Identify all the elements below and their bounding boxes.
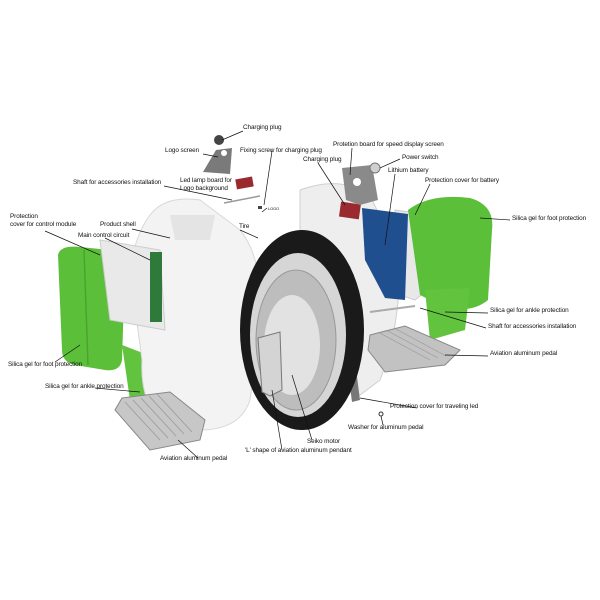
fixing-screw-part bbox=[258, 206, 262, 209]
protection-cover-control bbox=[99, 239, 166, 331]
led-lamp-board-part bbox=[235, 176, 254, 190]
label-pedal-right: Aviation aluminum pedal bbox=[490, 350, 558, 357]
charging-plug-top-part bbox=[214, 135, 224, 145]
label-silica-ankle-right: Silica gel for ankle protection bbox=[490, 307, 569, 314]
lithium-battery bbox=[362, 208, 408, 300]
label-battery-cover: Protection cover for battery bbox=[425, 177, 499, 184]
l-pendant bbox=[257, 331, 283, 397]
label-traveling-led-cover: Protection cover for traveling led bbox=[390, 403, 479, 410]
label-main-control: Main control circuit bbox=[78, 232, 130, 239]
label-lithium-battery: Lithium battery bbox=[388, 167, 429, 174]
label-shaft-right: Shaft for accessories installation bbox=[488, 323, 577, 330]
label-silica-foot-right: Silica gel for foot protection bbox=[512, 215, 587, 222]
right-pedal bbox=[367, 325, 461, 373]
logo-screen-part bbox=[203, 148, 232, 174]
label-protection-board: Protetion board for speed display screen bbox=[333, 141, 444, 148]
shaft-left-part bbox=[223, 195, 261, 204]
washer-part bbox=[378, 411, 384, 417]
label-power-switch: Power switch bbox=[402, 154, 439, 161]
label-logo: LOGO bbox=[268, 206, 280, 211]
label-product-shell: Product shell bbox=[100, 221, 136, 228]
charging-plug-right-part bbox=[338, 201, 361, 220]
leader-lines bbox=[44, 130, 511, 459]
main-control-circuit bbox=[150, 252, 162, 322]
protection-board bbox=[342, 165, 378, 205]
left-pedal bbox=[114, 391, 206, 451]
label-fixing-screw: Fixing screw for charging plug bbox=[240, 147, 322, 154]
label-pedal-left: Aviation aluminum pedal bbox=[160, 455, 228, 462]
label-led-lamp-2: Logo background bbox=[180, 185, 228, 192]
label-logo-screen: Logo screen bbox=[165, 147, 200, 154]
label-silica-foot-left: Silica gel for foot protection bbox=[8, 361, 83, 368]
label-protection-cover-1: Protection bbox=[10, 213, 38, 220]
label-seiko-motor: Seiko motor bbox=[307, 438, 340, 445]
label-washer: Washer for aluminum pedal bbox=[348, 424, 424, 431]
label-led-lamp-1: Led lamp board for bbox=[180, 177, 232, 184]
label-protection-cover-2: cover for control module bbox=[10, 221, 77, 228]
power-switch-part bbox=[369, 162, 381, 174]
label-tire: Tire bbox=[239, 223, 250, 230]
label-charging-plug-top: Charging plug bbox=[243, 124, 282, 131]
right-ankle-silica bbox=[425, 288, 470, 340]
label-shaft-left: Shaft for accessories installation bbox=[73, 179, 162, 186]
label-l-pendant: 'L' shape of aviation aluminum pendant bbox=[245, 447, 352, 454]
label-charging-plug-right: Charging plug bbox=[303, 156, 342, 163]
right-foot-silica bbox=[408, 196, 493, 309]
label-silica-ankle-left: Silica gel for ankle protection bbox=[45, 383, 124, 390]
